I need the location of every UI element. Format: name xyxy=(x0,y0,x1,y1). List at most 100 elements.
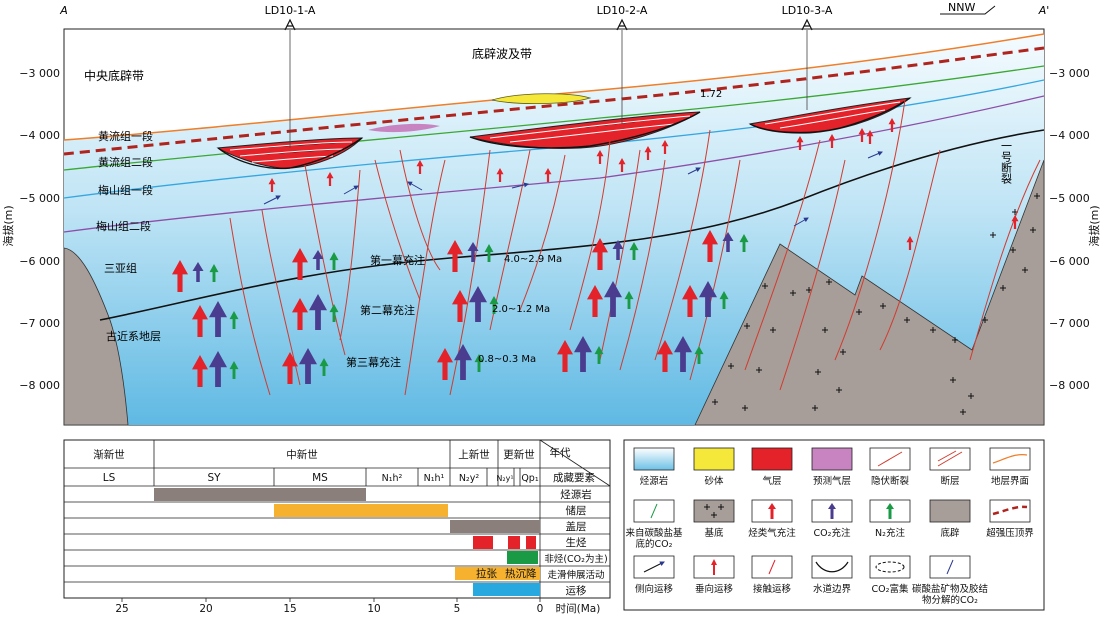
stage-label: LS xyxy=(103,472,116,484)
stage-label: Qp₁ xyxy=(521,473,539,484)
activity-label-subsidence: 热沉降 xyxy=(505,567,537,580)
time-axis-ticks xyxy=(121,598,541,602)
hydrocarbon-charge-arrow xyxy=(557,340,573,372)
hydrocarbon-charge-arrow xyxy=(292,298,308,330)
row-label: 生烃 xyxy=(566,536,587,549)
boundary-ms1 xyxy=(63,95,1045,233)
hydrocarbon-charge-arrow xyxy=(192,355,208,387)
co2-charge-arrow xyxy=(312,250,324,270)
hydrocarbon-charge-arrow xyxy=(657,340,673,372)
well-lines xyxy=(289,30,808,148)
channel-boundary-2 xyxy=(469,111,701,149)
diapir-crosses xyxy=(712,193,1040,415)
n2-charge-arrow xyxy=(739,234,749,252)
co2-charge-arrow xyxy=(469,286,487,322)
vertical-migration-arrow xyxy=(888,118,896,132)
co2-charge-arrow xyxy=(612,240,624,260)
legend-item-co2-charge-arrow: CO₂充注 xyxy=(811,499,853,539)
bar-hydrocarbon-3 xyxy=(526,536,536,549)
charge-arrows xyxy=(172,118,1019,387)
zone-diapir-affected: 底辟波及带 xyxy=(472,46,532,61)
legend-label: 来自碳酸盐基底的CO₂ xyxy=(625,527,683,550)
legend-item-vertical-migration-arrow: 垂向运移 xyxy=(693,555,735,595)
y-axis-title-left: 海拔(m) xyxy=(1,205,15,246)
co2-charge-arrow xyxy=(209,301,227,337)
y-tick-left: −5 000 xyxy=(19,192,60,205)
gas-layer-1-bands xyxy=(229,141,353,163)
legend-label: 碳酸盐矿物及胶结物分解的CO₂ xyxy=(912,583,988,606)
stage-label: N₁h² xyxy=(382,473,403,484)
orientation-label: NNW xyxy=(948,1,975,14)
sand-body xyxy=(491,93,592,105)
vertical-migration-arrow xyxy=(711,559,717,575)
bar-migration xyxy=(473,583,540,596)
well-label-2: LD10-2-A xyxy=(597,4,648,17)
time-axis-label: 时间(Ma) xyxy=(556,602,601,615)
co2-enrichment-outline xyxy=(875,561,905,573)
co2-charge-arrow xyxy=(209,351,227,387)
co2-charge-arrow xyxy=(309,294,327,330)
legend-item-sand-body-swatch: 砂体 xyxy=(693,447,735,487)
co2-charge-arrow xyxy=(192,262,204,282)
hydrocarbon-charge-arrow xyxy=(282,352,298,384)
time-tick: 25 xyxy=(115,603,128,615)
vertical-migration-arrow xyxy=(326,172,334,186)
legend-label: 砂体 xyxy=(704,475,724,487)
co2-charge-arrow xyxy=(299,348,317,384)
stratum-sanya: 三亚组 xyxy=(104,261,137,275)
legend-label: 侧向运移 xyxy=(635,583,674,595)
hydrocarbon-charge-arrow xyxy=(702,230,718,262)
stage-label: N₁h¹ xyxy=(424,473,445,484)
y-tick-left: −3 000 xyxy=(19,67,60,80)
vertical-migration-arrow xyxy=(596,150,604,164)
bar-hydrocarbon-2 xyxy=(508,536,520,549)
row-label: 走滑伸展活动 xyxy=(547,569,604,581)
n2-charge-arrow xyxy=(624,291,634,309)
legend-item-predicted-gas-layer-swatch: 预测气层 xyxy=(811,447,853,487)
source-rock-swatch xyxy=(633,447,675,471)
stratum-hl2: 黄流组二段 xyxy=(98,155,153,169)
sand-body-swatch xyxy=(693,447,735,471)
y-tick-right: −8 000 xyxy=(1049,379,1090,392)
time-tick: 0 xyxy=(537,603,544,615)
legend-item-diapir-swatch: 底辟 xyxy=(929,499,971,539)
hydrocarbon-charge-arrow xyxy=(447,240,463,272)
basement-swatch xyxy=(704,504,724,518)
hydrocarbon-charge-arrow xyxy=(437,348,453,380)
n2-charge-arrow xyxy=(719,291,729,309)
vertical-migration-arrow xyxy=(618,158,626,172)
end-label-right: A' xyxy=(1038,4,1050,17)
n2-charge-arrow xyxy=(229,311,239,329)
y-tick-left: −4 000 xyxy=(19,129,60,142)
legend-item-gas-layer-swatch: 气层 xyxy=(751,447,793,487)
charge-third-label: 第三幕充注 xyxy=(346,355,401,369)
basement-left xyxy=(63,247,129,426)
age-header: 年代 xyxy=(550,446,571,459)
y-axis-right: 海拔(m) −3 000 −4 000 −5 000 −6 000 −7 000… xyxy=(1049,67,1101,392)
legend-item-co2-enrichment-outline: CO₂富集 xyxy=(869,555,911,595)
legend-item-contact-migration-arrow: 接触运移 xyxy=(751,555,793,595)
pressure-coefficient: 1.72 xyxy=(700,89,722,100)
end-label-left: A xyxy=(59,4,68,17)
legend-item-source-rock-swatch: 烃源岩 xyxy=(633,447,675,487)
channel-boundary-3 xyxy=(749,97,911,134)
vertical-migration-arrow xyxy=(1011,215,1019,229)
fault-one-label: 一号断裂 xyxy=(1000,140,1013,185)
lateral-migration-arrows xyxy=(263,151,883,227)
vertical-migration-arrow xyxy=(496,168,504,182)
co2-charge-arrow xyxy=(574,336,592,372)
y-tick-left: −7 000 xyxy=(19,317,60,330)
y-tick-left: −6 000 xyxy=(19,255,60,268)
element-header: 成藏要素 xyxy=(553,471,595,484)
predicted-gas-layer xyxy=(368,123,440,133)
bar-nonhydrocarbon xyxy=(507,551,538,564)
boundary-hl1 xyxy=(63,65,1045,171)
bar-hydrocarbon-1 xyxy=(473,536,493,549)
gas-layer-2-bands xyxy=(489,115,691,143)
co2-charge-arrow xyxy=(828,503,836,519)
charge-first-age: 4.0~2.9 Ma xyxy=(504,254,562,265)
legend-label: 地层界面 xyxy=(991,475,1029,487)
legend-item-hidden-fault-line: 隐伏断裂 xyxy=(869,447,911,487)
vertical-migration-arrow xyxy=(661,140,669,154)
